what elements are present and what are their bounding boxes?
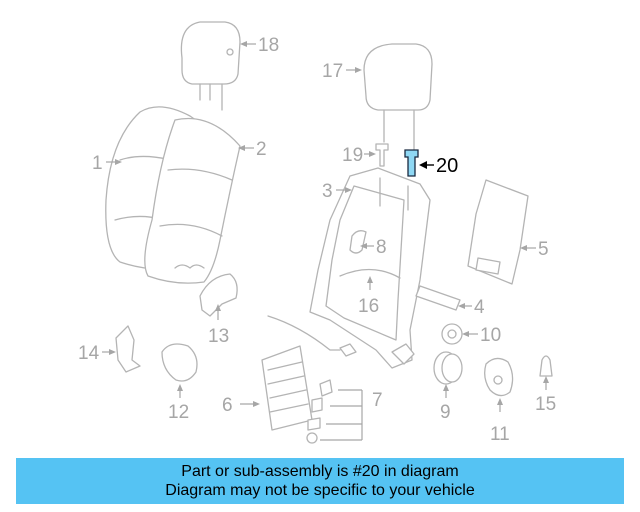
callout-6-label: 6 [222,395,233,416]
callout-4-label: 4 [474,297,485,318]
callout-5-label: 5 [538,239,549,260]
callout-3: 3 [322,181,352,202]
part-6-mechanism [261,315,357,431]
callout-11: 11 [490,398,510,445]
callout-20: 20 [419,155,458,177]
part-9-handwheel [433,351,463,385]
part-16-lumbar [339,268,401,279]
callout-11-label: 11 [490,424,510,445]
info-banner: Part or sub-assembly is #20 in diagram D… [16,458,624,504]
callout-16-label: 16 [358,296,379,317]
callout-15-label: 15 [535,394,556,415]
callout-20-label: 20 [436,155,458,177]
callout-2-label: 2 [256,139,267,160]
callout-1: 1 [92,153,122,174]
callout-3-label: 3 [322,181,333,202]
part-2-backrest-cover [144,117,241,284]
part-12-cap [161,343,198,382]
callout-7-label: 7 [372,390,383,411]
callout-4: 4 [458,297,485,318]
callout-5: 5 [520,239,549,260]
part-14-clip [115,325,141,373]
callout-7: 7 [372,390,383,411]
part-4-trim-strip [415,285,461,311]
seat-parts-diagram: 18 1 2 13 14 [78,21,556,445]
banner-line-1: Part or sub-assembly is #20 in diagram [181,463,459,480]
callout-1-label: 1 [92,153,103,174]
callout-19-label: 19 [342,145,363,166]
callout-19: 19 [342,145,376,166]
part-3-backrest-frame [309,167,431,369]
part-5-back-panel [467,179,529,285]
callout-2: 2 [238,139,267,160]
part-11-round-cover [484,357,514,397]
callout-8: 8 [360,237,387,258]
callout-6: 6 [222,395,260,416]
part-10-knob [441,323,463,345]
callout-10: 10 [462,325,501,346]
part-19-guide [375,143,389,167]
callout-15: 15 [535,376,556,415]
callout-18-label: 18 [258,35,279,56]
callout-12-label: 12 [168,402,189,423]
callout-13: 13 [208,304,229,347]
part-8-lever [349,230,367,254]
part-13-bracket [199,273,238,317]
callout-14: 14 [78,343,116,364]
callout-17-label: 17 [322,61,343,82]
callout-18: 18 [240,35,279,56]
callout-10-label: 10 [480,325,501,346]
part-17-headrest [363,43,433,151]
part-15-clip [539,355,553,377]
part-7-bolts [306,379,363,444]
callout-12: 12 [168,384,189,423]
banner-line-2: Diagram may not be specific to your vehi… [165,482,475,499]
part-18-headrest [180,21,241,111]
callout-8-label: 8 [376,237,387,258]
callout-17: 17 [322,61,362,82]
callout-16: 16 [358,276,379,317]
callout-9: 9 [440,384,451,423]
callout-13-label: 13 [208,326,229,347]
part-20-guide-highlighted [404,149,419,177]
callout-9-label: 9 [440,402,451,423]
callout-14-label: 14 [78,343,100,364]
